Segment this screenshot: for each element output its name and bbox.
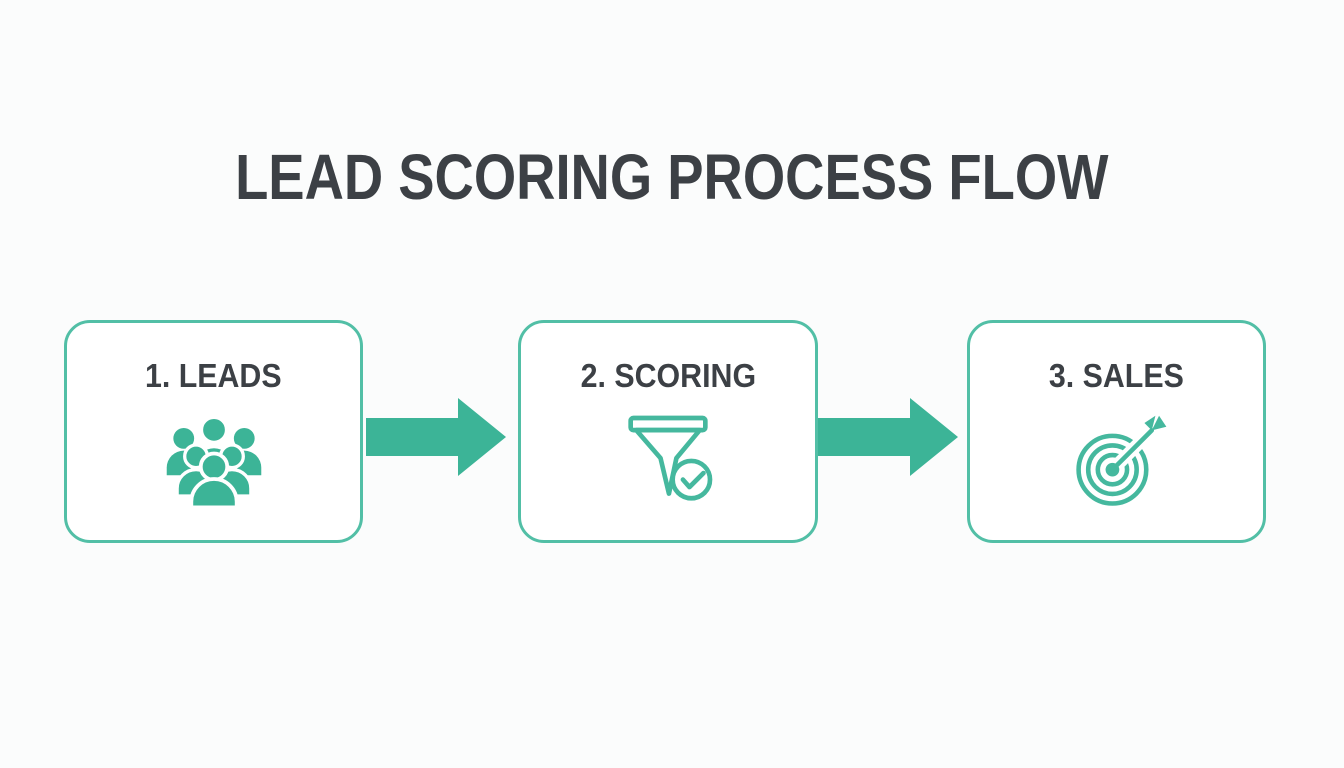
arrow-right-icon [818, 398, 958, 476]
step-box-sales: 3. SALES [967, 320, 1266, 543]
step-box-scoring: 2. SCORING [518, 320, 818, 543]
page-title: LEAD SCORING PROCESS FLOW [0, 140, 1344, 214]
step-label-scoring: 2. SCORING [580, 357, 756, 394]
step-label-leads: 1. LEADS [145, 357, 282, 394]
arrow-right-icon [366, 398, 506, 476]
page-title-text: LEAD SCORING PROCESS FLOW [235, 141, 1109, 213]
step-label-sales: 3. SALES [1049, 357, 1184, 394]
group-of-people-icon [162, 413, 266, 511]
funnel-with-checkmark-icon [612, 413, 724, 507]
step-box-leads: 1. LEADS [64, 320, 363, 543]
target-with-arrow-icon [1065, 413, 1169, 509]
